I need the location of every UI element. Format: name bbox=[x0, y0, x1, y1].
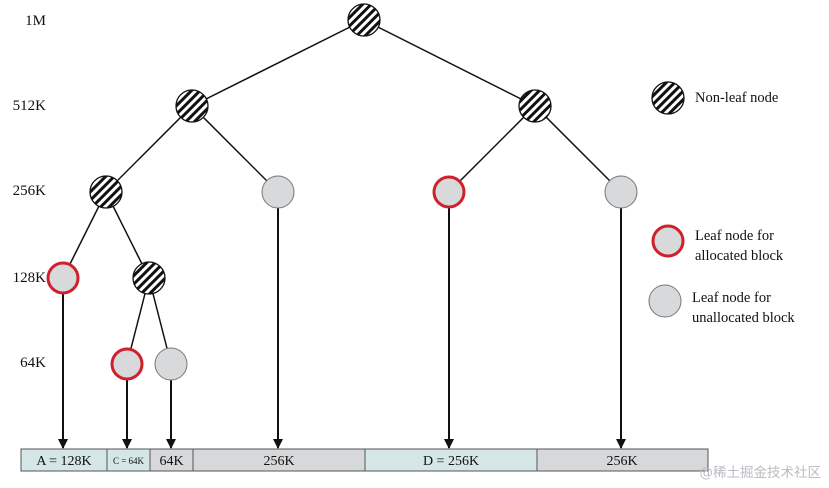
block-256k-free-right bbox=[536, 448, 709, 472]
node-256k-left bbox=[89, 175, 123, 209]
block-label-256k-left: 256K bbox=[263, 454, 294, 469]
legend-nonleaf-icon bbox=[651, 81, 685, 115]
leaf-free-256k-right bbox=[604, 175, 638, 209]
legend-unallocated-label-line1: Leaf node for bbox=[692, 290, 771, 306]
memory-bar bbox=[20, 448, 709, 472]
leaf-free-64k bbox=[154, 347, 188, 381]
legend-nonleaf-label: Non-leaf node bbox=[695, 90, 779, 106]
legend-allocated-icon bbox=[651, 224, 685, 258]
level-label-128k: 128K bbox=[12, 270, 46, 286]
leaf-arrows bbox=[58, 208, 626, 449]
level-label-64k: 64K bbox=[20, 355, 46, 371]
leaf-free-256k-left bbox=[261, 175, 295, 209]
leaf-allocated-a bbox=[46, 261, 80, 295]
block-label-64k: 64K bbox=[159, 454, 183, 469]
nonleaf-nodes bbox=[89, 3, 552, 295]
watermark: @稀土掘金技术社区 bbox=[699, 465, 822, 481]
legend-allocated-label-line2: allocated block bbox=[695, 248, 784, 264]
leaf-allocated-d bbox=[432, 175, 466, 209]
legend-unallocated-label-line2: unallocated block bbox=[692, 310, 795, 326]
block-label-256k-right: 256K bbox=[606, 454, 637, 469]
node-512k-left bbox=[175, 89, 209, 123]
level-label-256k: 256K bbox=[12, 183, 46, 199]
legend-allocated-label-line1: Leaf node for bbox=[695, 228, 774, 244]
node-128k-split bbox=[132, 261, 166, 295]
block-label-c: C = 64K bbox=[113, 456, 145, 466]
legend-symbols bbox=[648, 81, 685, 318]
block-labels: A = 128K C = 64K 64K 256K D = 256K 256K bbox=[36, 454, 637, 469]
level-label-1m: 1M bbox=[25, 13, 46, 29]
unallocated-leaves bbox=[154, 175, 638, 381]
node-512k-right bbox=[518, 89, 552, 123]
legend-unallocated-icon bbox=[648, 284, 682, 318]
block-label-a: A = 128K bbox=[36, 454, 91, 469]
allocated-leaves bbox=[46, 175, 466, 381]
leaf-allocated-c bbox=[110, 347, 144, 381]
tree-edges bbox=[62, 19, 622, 365]
level-label-512k: 512K bbox=[12, 98, 46, 114]
block-label-d: D = 256K bbox=[423, 454, 479, 469]
node-1m bbox=[347, 3, 381, 37]
